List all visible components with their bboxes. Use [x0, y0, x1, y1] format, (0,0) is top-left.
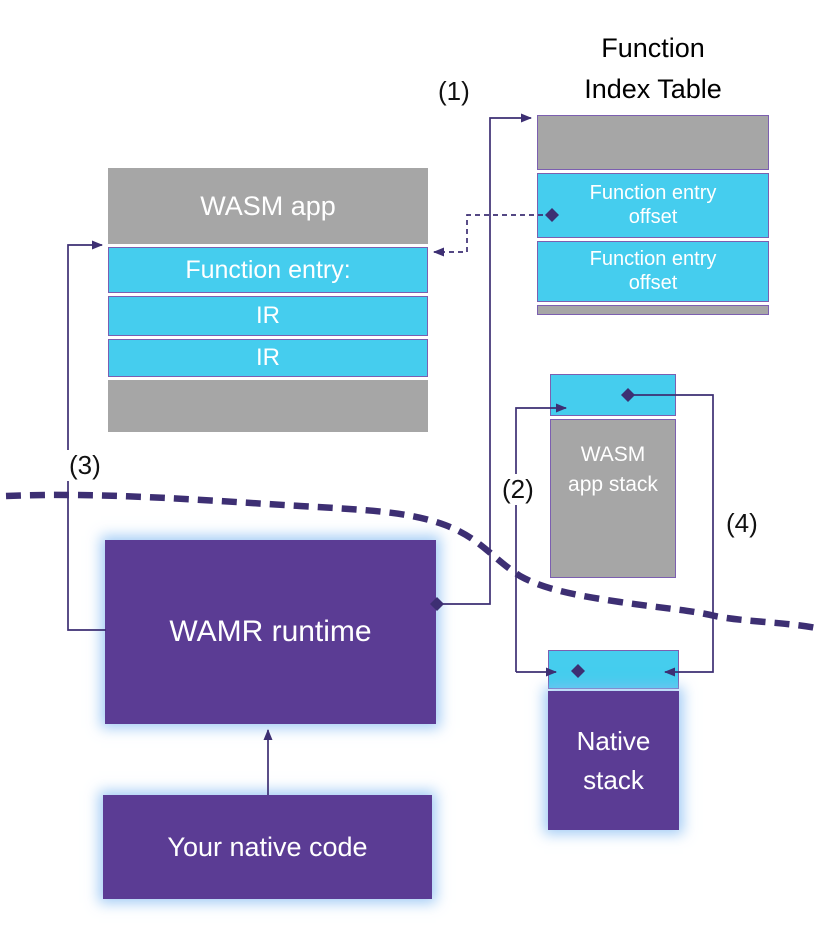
fit-gray-top-section — [537, 115, 769, 170]
your-native-code-box: Your native code — [103, 795, 432, 899]
native-stack-box: Native stack — [548, 691, 679, 830]
wasm-app-stack-label: WASM app stack — [568, 443, 658, 497]
connector-3-line — [67, 240, 106, 631]
step-label-2: (2) — [499, 474, 537, 505]
fit-offset-row-1: Function entry offset — [537, 173, 769, 238]
fit-offset-row-2: Function entry offset — [537, 241, 769, 302]
wasm-app-label: WASM app — [200, 190, 336, 221]
function-index-table: Function entry offset Function entry off… — [537, 115, 769, 315]
wasm-app-stack-box: WASM app stack — [550, 419, 676, 578]
wamr-runtime-box: WAMR runtime — [105, 540, 436, 724]
native-stack-top-strip — [548, 650, 679, 689]
ir-label-1: IR — [256, 302, 280, 329]
function-index-table-title: Function Index Table — [584, 33, 722, 104]
step-label-4: (4) — [726, 508, 758, 538]
ir-label-2: IR — [256, 344, 280, 371]
ir-row-1: IR — [108, 296, 428, 336]
wasm-app-header: WASM app — [108, 168, 428, 244]
step-label-3: (3) — [66, 450, 104, 481]
wamr-runtime-label: WAMR runtime — [169, 615, 372, 648]
ir-row-2: IR — [108, 339, 428, 377]
wasm-app-box: WASM app Function entry: IR IR — [108, 168, 428, 432]
connector-offset-to-entry-dashed-line — [433, 214, 552, 257]
step-label-1: (1) — [438, 76, 470, 106]
connector-1-line — [437, 113, 532, 605]
wasm-app-gray-bottom-section — [108, 380, 428, 432]
your-native-code-label: Your native code — [167, 831, 368, 862]
native-stack-label: Native stack — [576, 725, 651, 795]
function-entry-label: Function entry: — [185, 255, 351, 284]
function-entry-row: Function entry: — [108, 247, 428, 293]
fit-offset-label-2: Function entry offset — [589, 247, 717, 294]
fit-offset-label-1: Function entry offset — [589, 181, 717, 228]
fit-gray-bottom-section — [537, 305, 769, 315]
wasm-app-stack-top-strip — [550, 374, 676, 416]
